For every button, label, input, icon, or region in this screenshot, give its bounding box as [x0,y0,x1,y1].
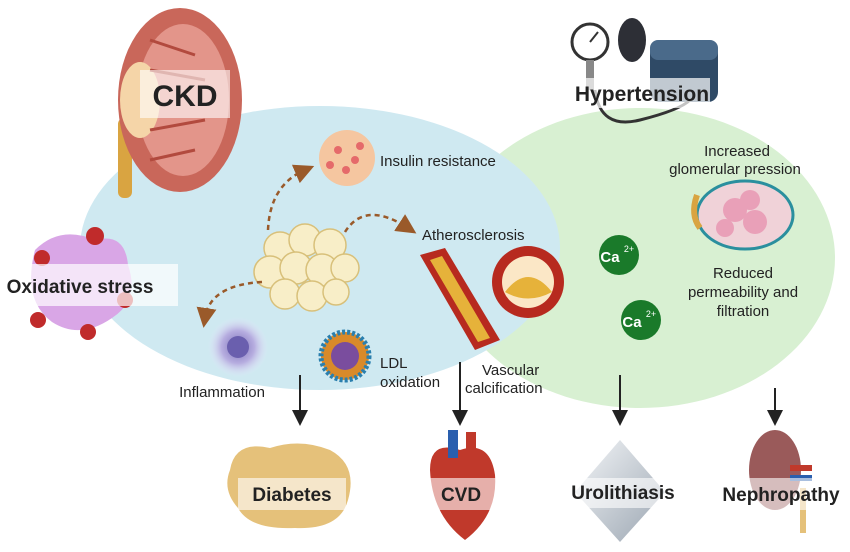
diabetes-label: Diabetes [252,485,331,506]
ckd-label-box [140,70,230,118]
cvd-label: CVD [441,485,481,506]
insulin-cell-icon [319,130,375,186]
hypertension-label: Hypertension [575,83,709,106]
calcium-ion-2: Ca 2+ [621,300,661,340]
urolithiasis-box [568,478,678,508]
ckd-label: CKD [153,80,218,113]
vascular-label-line1: Vascular [482,362,539,379]
reduced-label-line2: permeability and [688,284,798,301]
reduced-label-line3: filtration [717,303,770,320]
ldl-label-line2: oxidation [380,374,440,391]
svg-text:Ca: Ca [622,314,642,331]
nephropathy-box [718,478,842,510]
oxidative-stress-label: Oxidative stress [7,277,154,298]
calcium-ion-1: Ca 2+ [599,235,639,275]
atherosclerosis-label: Atherosclerosis [422,227,525,244]
vascular-label-line2: calcification [465,380,543,397]
reduced-label-line1: Reduced [713,265,773,282]
urolithiasis-label: Urolithiasis [571,483,674,504]
inflammation-label: Inflammation [179,384,265,401]
hypertension-label-box [575,78,710,108]
svg-text:2+: 2+ [624,244,634,254]
arrow-to-inflammation [196,280,263,328]
artery-icon [420,246,564,350]
increased-label-line2: glomerular pression [669,161,801,178]
cvd-box [425,478,497,510]
increased-label-line1: Increased [704,143,770,160]
glomerulus-icon [691,179,795,251]
ldl-label-line1: LDL [380,355,408,372]
insulin-resistance-label: Insulin resistance [380,153,496,170]
arrow-to-insulin [266,164,315,231]
ldl-particle-icon [318,329,372,383]
diabetes-box [238,478,346,510]
adipocyte-cluster-icon [253,223,360,312]
arrow-to-atherosclerosis [343,213,417,234]
oxidative-stress-box [0,264,178,306]
nephropathy-label: Nephropathy [722,485,840,506]
svg-text:Ca: Ca [600,249,620,266]
svg-text:2+: 2+ [646,309,656,319]
